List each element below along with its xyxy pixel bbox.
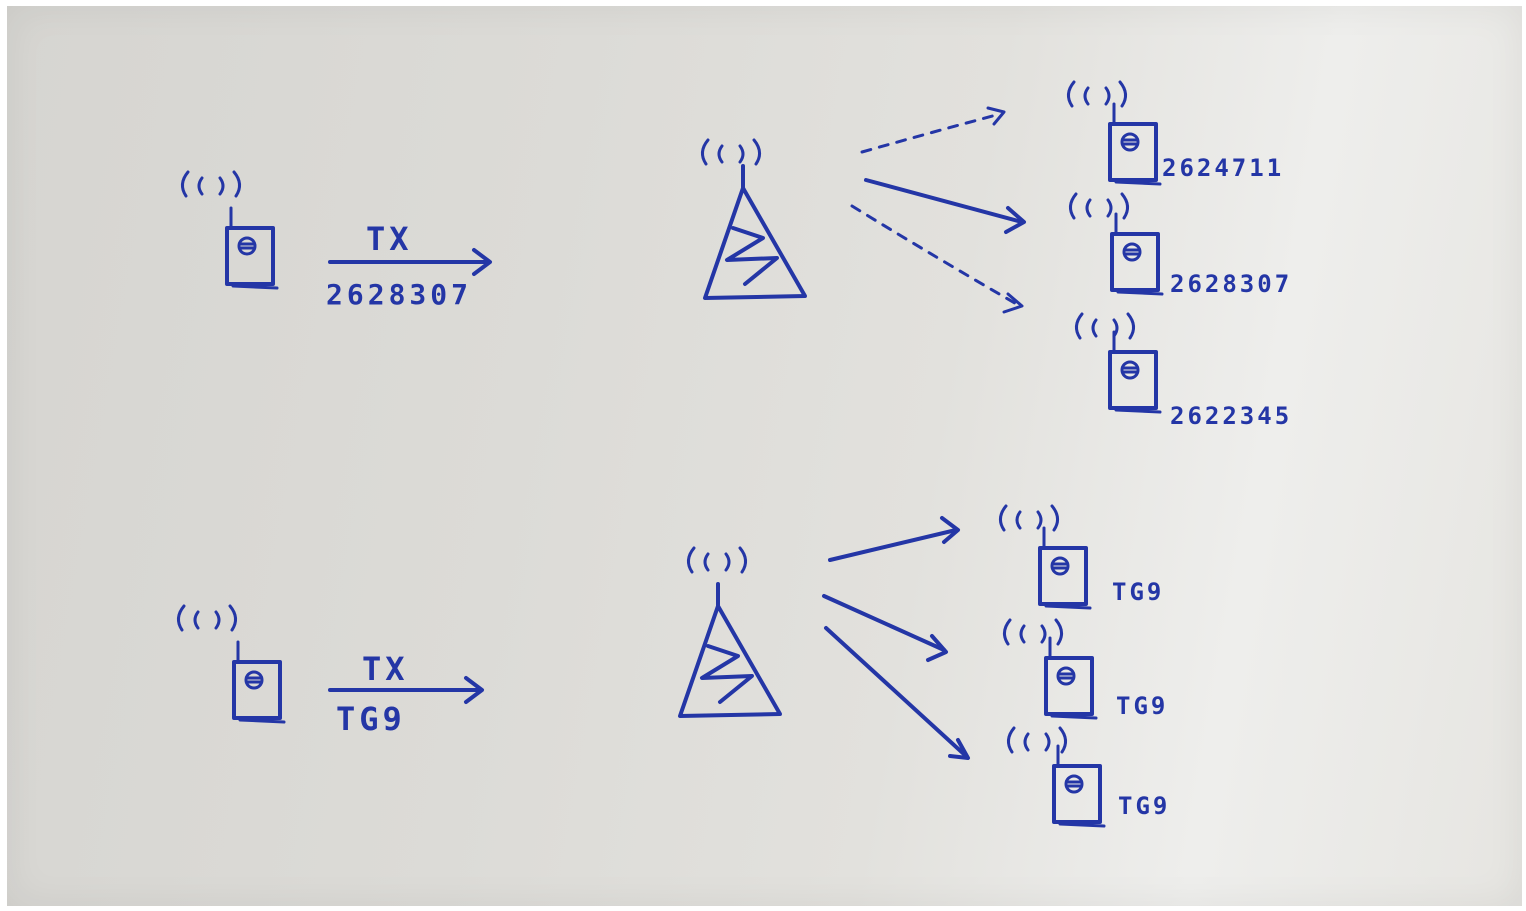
- signal-waves-icon: [180, 170, 242, 198]
- scene1-receiver-3-id: 2622345: [1170, 402, 1292, 430]
- scene2-receiver-1: [998, 504, 1092, 610]
- scene2-receiver-3: [1006, 726, 1106, 828]
- scene2-sender-radio: [176, 604, 286, 724]
- scene1-receiver-2: [1068, 192, 1164, 296]
- handheld-radio-icon: [1052, 744, 1106, 828]
- scene2-tx-id: TG9: [336, 700, 406, 738]
- scene2-arrow-receiver-1: [828, 516, 960, 562]
- scene1-arrow-receiver-3-dashed: [850, 204, 1024, 314]
- handheld-radio-icon: [1110, 212, 1164, 296]
- scene1-tx-label: TX: [366, 220, 413, 258]
- signal-waves-icon: [176, 604, 238, 632]
- signal-waves-icon: [1068, 192, 1130, 220]
- scene2-arrow-receiver-2: [822, 594, 948, 662]
- scene1-tx-id: 2628307: [326, 278, 472, 311]
- scene1-receiver-1: [1066, 80, 1162, 186]
- scene1-tower: [700, 138, 807, 300]
- handheld-radio-icon: [1108, 330, 1162, 414]
- scene2-receiver-2-id: TG9: [1116, 692, 1168, 720]
- scene2-receiver-2: [1002, 618, 1098, 720]
- handheld-radio-icon: [1044, 636, 1098, 720]
- tower-icon: [703, 164, 807, 300]
- scene2-receiver-3-id: TG9: [1118, 792, 1170, 820]
- scene1-tx-arrow: [328, 248, 492, 276]
- scene2-receiver-1-id: TG9: [1112, 578, 1164, 606]
- handheld-radio-icon: [232, 640, 286, 724]
- handheld-radio-icon: [1038, 526, 1092, 610]
- scene2-tx-label: TX: [362, 650, 409, 688]
- scene1-receiver-2-id: 2628307: [1170, 270, 1292, 298]
- handheld-radio-icon: [225, 206, 279, 290]
- signal-waves-icon: [700, 138, 762, 166]
- scene2-arrow-receiver-3: [824, 626, 970, 760]
- signal-waves-icon: [1002, 618, 1064, 646]
- scene1-receiver-3: [1074, 312, 1162, 414]
- scene1-receiver-1-id: 2624711: [1162, 154, 1284, 182]
- signal-waves-icon: [686, 546, 748, 574]
- scene1-sender-radio: [180, 170, 279, 290]
- signal-waves-icon: [1074, 312, 1136, 340]
- scene1-arrow-receiver-1-dashed: [860, 106, 1006, 154]
- scene2-tower: [678, 546, 782, 718]
- scene2-tx-arrow: [328, 676, 484, 704]
- signal-waves-icon: [998, 504, 1060, 532]
- tower-icon: [678, 582, 782, 718]
- scene1-arrow-receiver-2-solid: [864, 178, 1026, 234]
- paper-sheet: [7, 6, 1522, 906]
- handheld-radio-icon: [1108, 102, 1162, 186]
- signal-waves-icon: [1066, 80, 1128, 108]
